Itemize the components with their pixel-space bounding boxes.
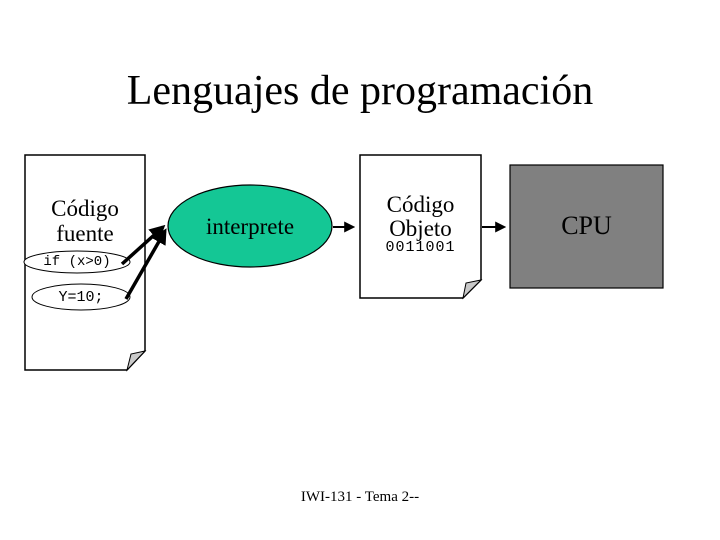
object-binary-code: 0011001 (385, 239, 456, 256)
source-document-fold-corner (126, 350, 147, 372)
object-document-label: Código Objeto (386, 192, 455, 241)
source-snippet-assignment: Y=10; (58, 289, 104, 306)
slide-title: Lenguajes de programación (126, 68, 594, 114)
interpreter-ellipse (167, 184, 333, 268)
snippet-ellipse-if (23, 250, 131, 274)
snippet-ellipse-assignment (31, 283, 131, 311)
arrow-snippet-assignment-to-interpreter (124, 228, 167, 300)
source-snippet-if: if (x>0) (43, 254, 111, 270)
object-document-fold-corner (462, 279, 483, 300)
slide-footer: IWI-131 - Tema 2-- (300, 489, 420, 505)
cpu-label: CPU (561, 211, 612, 240)
interpreter-label: interprete (205, 214, 295, 239)
cpu-box (509, 164, 664, 289)
source-document-label: Código fuente (51, 196, 119, 246)
